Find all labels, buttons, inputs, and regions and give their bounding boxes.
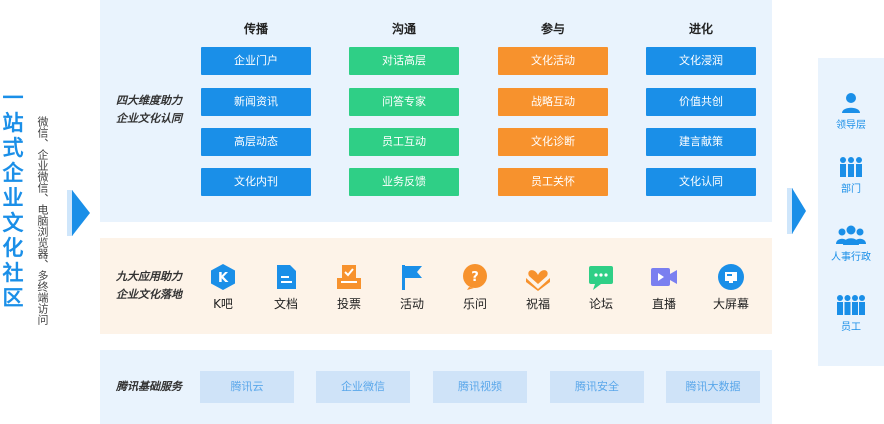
service-wecom: 企业微信 <box>316 371 410 403</box>
audience-leader: 领导层 <box>818 92 884 131</box>
app-label: 投票 <box>336 297 361 311</box>
app-document[interactable]: 文档 <box>261 263 311 312</box>
app-question[interactable]: ? 乐问 <box>450 263 500 312</box>
dimension-item[interactable]: 文化诊断 <box>498 128 608 156</box>
question-icon: ? <box>463 264 487 290</box>
main-title: 一 站 式 企 业 文 化 社 区 <box>2 86 24 311</box>
left-arrow-shade <box>67 190 73 236</box>
app-label: 论坛 <box>588 297 613 311</box>
app-blessing[interactable]: 祝福 <box>513 263 563 312</box>
app-forum[interactable]: 论坛 <box>576 263 626 312</box>
app-live[interactable]: 直播 <box>639 263 689 312</box>
dimension-item[interactable]: 问答专家 <box>349 88 459 116</box>
audience-label: 员工 <box>841 322 861 333</box>
dimension-item[interactable]: 对话高层 <box>349 47 459 75</box>
dimensions-label-line2: 企业文化认同 <box>116 112 182 125</box>
dimension-item[interactable]: 文化浸润 <box>646 47 756 75</box>
dimensions-label: 四大维度助力 企业文化认同 <box>116 92 182 128</box>
app-label: 大屏幕 <box>712 297 749 311</box>
audience-hr-admin: 人事行政 <box>818 224 884 263</box>
dimension-item[interactable]: 企业门户 <box>201 47 311 75</box>
title-char: 业 <box>2 186 24 210</box>
title-char: 文 <box>2 211 24 235</box>
live-video-icon <box>651 268 677 286</box>
app-label: 直播 <box>651 297 676 311</box>
forum-chat-icon <box>589 266 613 290</box>
title-char: 一 <box>2 86 24 110</box>
dimension-item[interactable]: 业务反馈 <box>349 168 459 196</box>
dimension-item[interactable]: 建言献策 <box>646 128 756 156</box>
audience-label: 人事行政 <box>831 252 871 263</box>
big-screen-icon <box>718 264 744 290</box>
audience-label: 领导层 <box>836 120 866 131</box>
document-icon <box>277 265 296 289</box>
dimension-item[interactable]: 文化认同 <box>646 168 756 196</box>
app-activity[interactable]: 活动 <box>387 263 437 312</box>
right-arrow-shade <box>787 188 793 234</box>
title-char: 社 <box>2 261 24 285</box>
flag-icon <box>402 265 422 290</box>
app-label: 祝福 <box>525 297 550 311</box>
apps-label-line2: 企业文化落地 <box>116 288 182 301</box>
dimension-item[interactable]: 文化内刊 <box>201 168 311 196</box>
title-char: 企 <box>2 161 24 185</box>
apps-label-line1: 九大应用助力 <box>116 270 182 283</box>
dimension-item[interactable]: 价值共创 <box>646 88 756 116</box>
svg-text:K: K <box>218 271 229 286</box>
svg-text:?: ? <box>471 270 479 285</box>
dimension-item[interactable]: 员工关怀 <box>498 168 608 196</box>
dimension-item[interactable]: 高层动态 <box>201 128 311 156</box>
services-label: 腾讯基础服务 <box>116 380 182 393</box>
blessing-heart-icon <box>526 270 550 291</box>
department-icon <box>840 157 862 177</box>
title-char: 区 <box>2 286 24 310</box>
vote-icon <box>337 265 361 289</box>
leader-icon <box>842 93 860 113</box>
k-bar-icon: K <box>211 264 235 290</box>
dimension-item[interactable]: 战略互动 <box>498 88 608 116</box>
column-header: 沟通 <box>391 22 416 36</box>
app-big-screen[interactable]: 大屏幕 <box>706 263 756 312</box>
dimensions-label-line1: 四大维度助力 <box>116 94 182 107</box>
column-header: 传播 <box>243 22 268 36</box>
column-header: 参与 <box>540 22 565 36</box>
app-label: K吧 <box>213 297 233 311</box>
title-char: 化 <box>2 236 24 260</box>
dimension-item[interactable]: 文化活动 <box>498 47 608 75</box>
audience-department: 部门 <box>818 156 884 195</box>
title-char: 站 <box>2 111 24 135</box>
audience-label: 部门 <box>841 184 861 195</box>
apps-label: 九大应用助力 企业文化落地 <box>116 268 182 304</box>
access-subtitle: 微信、企业微信、电脑浏览器、多终端访问 <box>36 116 49 325</box>
app-label: 乐问 <box>462 297 487 311</box>
service-tencent-bigdata: 腾讯大数据 <box>666 371 760 403</box>
app-label: 活动 <box>399 297 424 311</box>
hr-admin-icon <box>836 225 866 245</box>
staff-icon <box>837 295 865 315</box>
right-arrow-icon <box>792 188 806 234</box>
service-tencent-video: 腾讯视频 <box>433 371 527 403</box>
dimension-item[interactable]: 员工互动 <box>349 128 459 156</box>
column-header: 进化 <box>688 22 713 36</box>
left-arrow-icon <box>72 190 90 236</box>
dimension-item[interactable]: 新闻资讯 <box>201 88 311 116</box>
app-label: 文档 <box>273 297 298 311</box>
audience-staff: 员工 <box>818 294 884 333</box>
service-tencent-cloud: 腾讯云 <box>200 371 294 403</box>
service-tencent-security: 腾讯安全 <box>550 371 644 403</box>
title-char: 式 <box>2 136 24 160</box>
app-k-bar[interactable]: K K吧 <box>198 263 248 312</box>
app-vote[interactable]: 投票 <box>324 263 374 312</box>
